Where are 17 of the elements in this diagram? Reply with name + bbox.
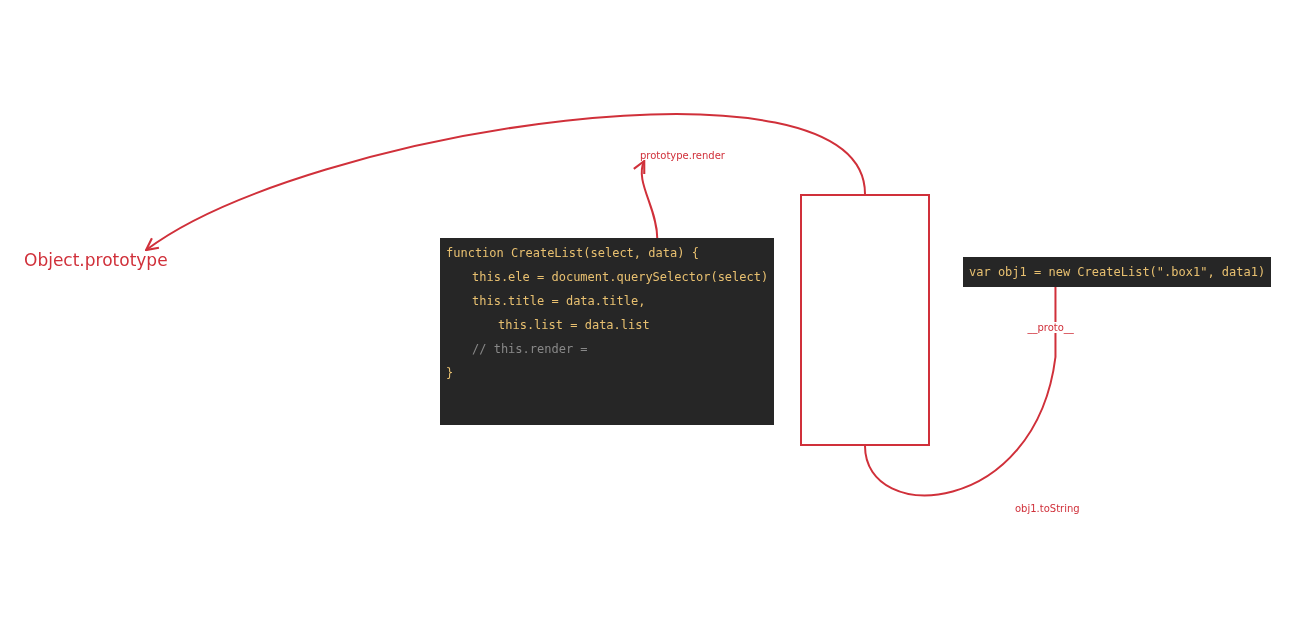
code-line: this.title = data.title, <box>471 293 646 310</box>
curved-arrow <box>145 113 866 252</box>
code-line: this.ele = document.querySelector(select) <box>471 269 769 286</box>
code-block <box>440 238 775 425</box>
curved-arrow <box>633 159 659 239</box>
code-line: var obj1 = new CreateList(".box1", data1) <box>969 264 1266 281</box>
code-comment: // this.render = <box>471 341 588 358</box>
term-label: prototype.render <box>640 150 725 161</box>
edge-label: __proto__ <box>1027 322 1074 333</box>
code-line: } <box>446 365 454 382</box>
curved-line <box>864 286 1057 497</box>
code-line: function CreateList(select, data) { <box>446 245 699 262</box>
term-label: Object.prototype <box>24 250 168 270</box>
outline-box <box>800 194 930 446</box>
code-block <box>963 257 1272 287</box>
note-label: obj1.toString <box>1015 503 1080 514</box>
code-line: this.list = data.list <box>497 317 650 334</box>
